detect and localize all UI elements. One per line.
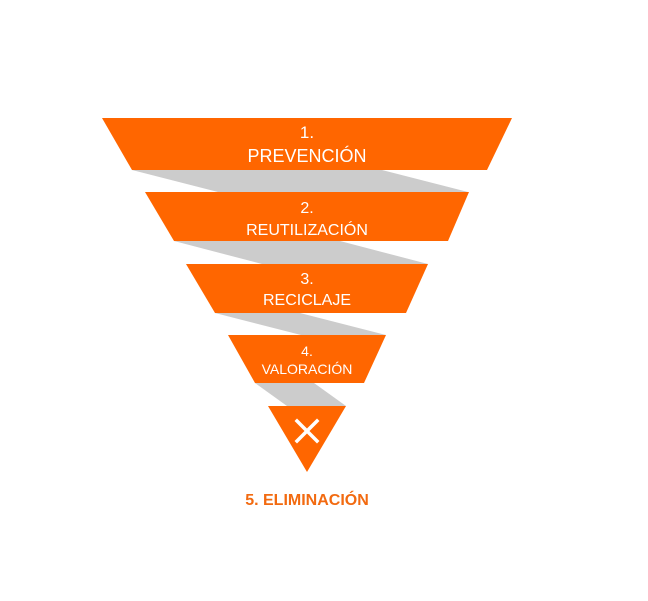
final-tier-label: 5. ELIMINACIÓN: [245, 492, 369, 509]
tier-1-label: PREVENCIÓN: [247, 145, 366, 166]
tier-2-label: REUTILIZACIÓN: [246, 220, 368, 239]
tier-5-shape: [268, 406, 346, 472]
close-icon: [294, 418, 320, 444]
tier-valoracion: 4. VALORACIÓN: [228, 335, 386, 383]
ribbon-4-5: [255, 383, 346, 406]
tier-3-label: RECICLAJE: [263, 292, 351, 309]
tier-4-label: VALORACIÓN: [262, 361, 353, 377]
tier-4-shape: [228, 335, 386, 383]
tier-3-number: 3.: [300, 271, 313, 288]
tier-2-shape: [145, 192, 469, 241]
ribbon-2-3: [174, 241, 428, 264]
tier-reciclaje: 3. RECICLAJE: [186, 264, 428, 313]
tier-reutilizacion: 2. REUTILIZACIÓN: [145, 192, 469, 241]
tier-prevencion: 1. PREVENCIÓN: [102, 118, 512, 170]
tier-4-number: 4.: [301, 343, 313, 359]
tier-3-shape: [186, 264, 428, 313]
tier-eliminacion: [268, 406, 346, 472]
ribbon-1-2: [132, 170, 468, 192]
tier-1-number: 1.: [300, 123, 314, 142]
ribbon-3-4: [215, 313, 386, 335]
tier-1-shape: [102, 118, 512, 170]
tier-2-number: 2.: [300, 200, 313, 217]
